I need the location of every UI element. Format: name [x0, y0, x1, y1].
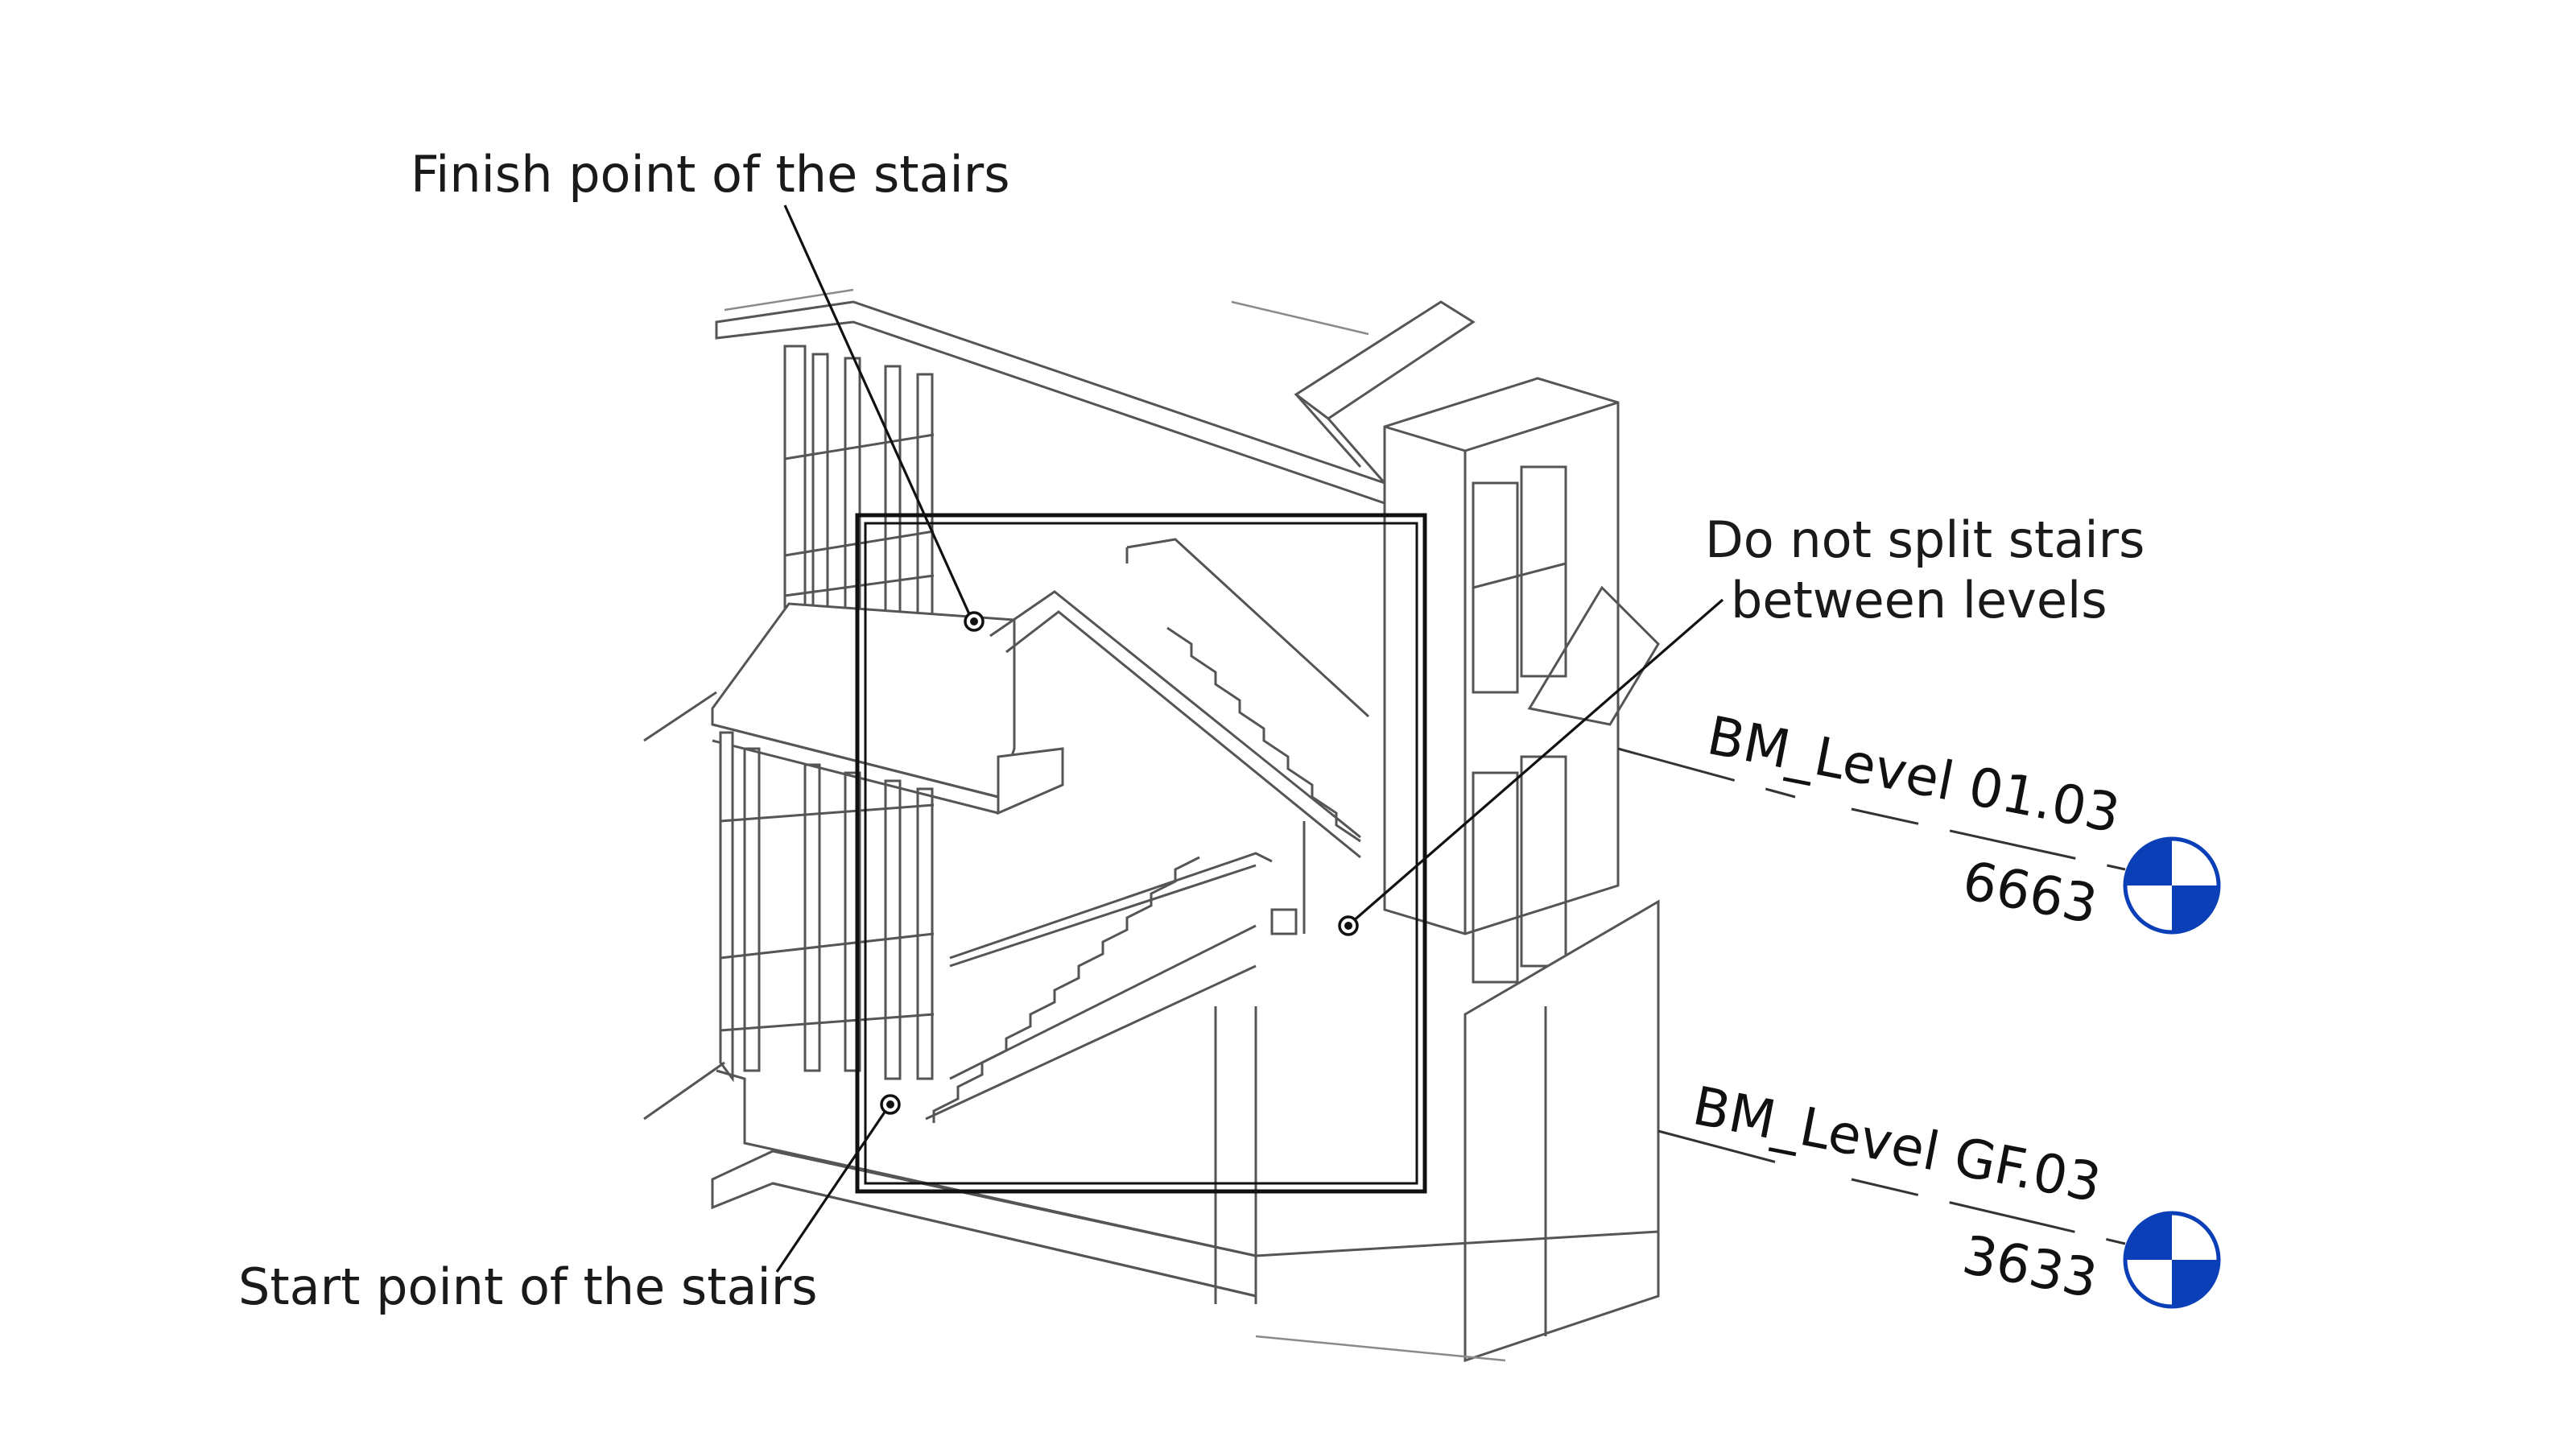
building-model [643, 288, 1660, 1363]
level-01-03-name: BM_Level 01.03 [1703, 704, 2125, 845]
section-box [855, 513, 1427, 1194]
ground-slab [711, 899, 1660, 1363]
curtain-wall-lower [719, 731, 935, 1083]
do-not-split-label-line2: between levels [1731, 571, 2107, 630]
finish-point-label: Finish point of the stairs [411, 145, 1010, 204]
extension-line-lower [643, 1061, 725, 1121]
do-not-split-leader [1338, 598, 1724, 936]
level-01-03-marker-icon [2123, 836, 2221, 935]
do-not-split-label-line1: Do not split stairs [1705, 510, 2145, 569]
level-gf-03-marker-icon [2123, 1211, 2221, 1309]
tower-block [1294, 300, 1660, 984]
start-point-label: Start point of the stairs [238, 1257, 818, 1316]
lower-stair-flight [925, 821, 1306, 1123]
level-gf-03-name: BM_Level GF.03 [1688, 1075, 2106, 1215]
landing-slab [711, 602, 1064, 815]
upper-stair-flight [989, 538, 1370, 859]
level-gf-03-elevation: 3633 [1958, 1224, 2103, 1311]
level-01-03: BM_Level 01.03 6663 [1617, 704, 2221, 936]
extension-line-upper [643, 691, 717, 742]
level-01-03-elevation: 6663 [1958, 849, 2103, 936]
start-point-leader [775, 1094, 901, 1273]
finish-point-leader [783, 204, 985, 632]
level-gf-03: BM_Level GF.03 3633 [1657, 1075, 2221, 1311]
